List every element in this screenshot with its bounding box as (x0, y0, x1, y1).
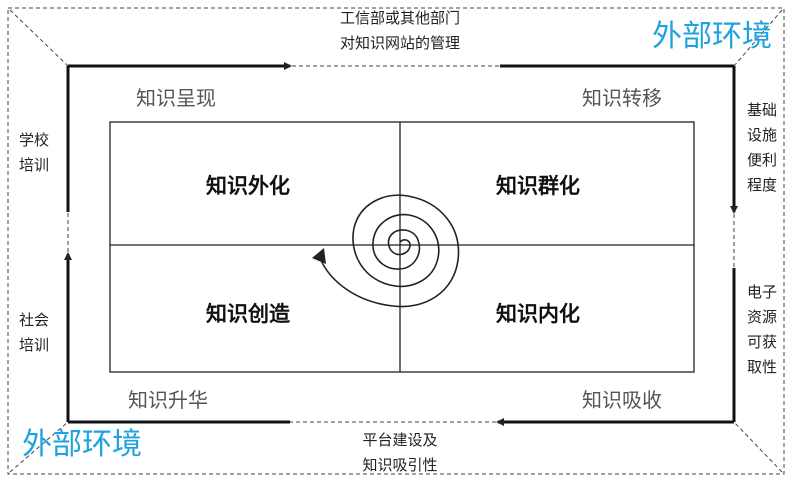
corner-line-tr (733, 9, 783, 67)
right-bottom-line-3: 可获 (746, 333, 777, 351)
left-top-line-1: 学校 (18, 131, 49, 149)
right-top-line-3: 便利 (746, 151, 777, 169)
top-influence-label: 工信部或其他部门 对知识网站的管理 (250, 6, 550, 56)
left-bottom-influence-label: 社会 培训 (12, 308, 56, 358)
left-bottom-line-1: 社会 (18, 311, 49, 329)
corner-label-knowledge-sublimation: 知识升华 (128, 388, 208, 412)
right-top-line-2: 设施 (746, 126, 777, 144)
left-top-line-2: 培训 (18, 156, 49, 174)
knowledge-spiral (319, 194, 460, 308)
corner-label-knowledge-transfer: 知识转移 (582, 86, 662, 110)
right-top-line-4: 程度 (746, 176, 777, 194)
quadrant-externalization: 知识外化 (206, 174, 290, 198)
right-bottom-influence-label: 电子 资源 可获 取性 (740, 280, 784, 380)
right-top-line-1: 基础 (746, 101, 777, 119)
quadrant-creation: 知识创造 (206, 302, 290, 326)
bottom-label-line-1: 平台建设及 (362, 431, 438, 449)
corner-line-tl (9, 9, 69, 67)
top-label-line-1: 工信部或其他部门 (339, 9, 460, 27)
spiral-arrowhead (312, 248, 326, 264)
environment-label-top-right: 外部环境 (652, 19, 772, 54)
corner-line-br (733, 421, 783, 473)
top-label-line-2: 对知识网站的管理 (339, 34, 460, 52)
right-top-influence-label: 基础 设施 便利 程度 (740, 98, 784, 198)
corner-label-knowledge-absorption: 知识吸收 (582, 388, 662, 412)
corner-label-knowledge-presentation: 知识呈现 (136, 86, 216, 110)
quadrant-socialization: 知识群化 (496, 174, 580, 198)
bottom-label-line-2: 知识吸引性 (362, 456, 438, 474)
right-bottom-line-4: 取性 (746, 358, 777, 376)
environment-label-bottom-left: 外部环境 (22, 427, 142, 462)
bottom-influence-label: 平台建设及 知识吸引性 (300, 428, 500, 478)
left-bottom-line-2: 培训 (18, 336, 49, 354)
quadrant-internalization: 知识内化 (496, 302, 580, 326)
corner-line-bl (9, 421, 69, 473)
left-top-influence-label: 学校 培训 (12, 128, 56, 178)
right-bottom-line-1: 电子 (746, 283, 777, 301)
quadrant-box (109, 121, 695, 373)
outer-dashed-frame (7, 7, 785, 475)
right-bottom-line-2: 资源 (746, 308, 777, 326)
